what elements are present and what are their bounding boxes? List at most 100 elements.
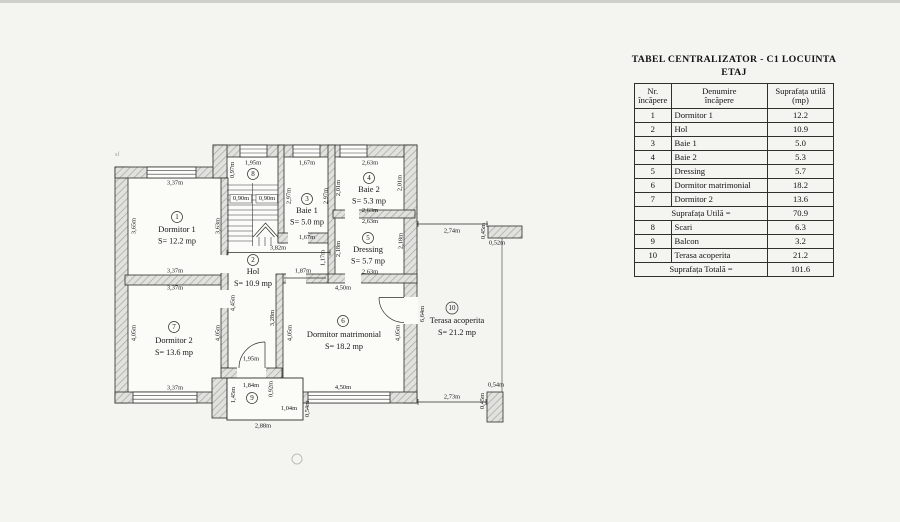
dim-terrace-left: 6,64m — [419, 306, 426, 322]
row-nr: 9 — [634, 234, 672, 250]
room-7-area: S= 13.6 mp — [155, 348, 193, 357]
dim-terrace-col1-height: 0,45m — [480, 223, 487, 239]
dim-baie1-top: 1,67m — [299, 159, 315, 166]
window-d2-bottom — [132, 391, 198, 404]
dim-d1-bottom: 3,37m — [167, 267, 183, 274]
row-nr: 3 — [634, 136, 672, 152]
dim-hol-right: 3,28m — [269, 310, 276, 326]
dim-terrace-col2-width: 0,54m — [488, 381, 504, 388]
room-3-name: Baie 1 — [296, 206, 318, 215]
row-name: Dormitor 2 — [670, 192, 769, 208]
dim-under-stairs: 3,82m — [270, 244, 286, 251]
wall-stairs-baie1 — [277, 144, 285, 244]
table-total-row: Suprafața Totală =101.6 — [634, 262, 834, 278]
room-1-number: 1 — [175, 213, 179, 221]
dim-hol-left: 4,45m — [229, 295, 236, 311]
row-name: Terasa acoperita — [670, 248, 769, 264]
row-name: Balcon — [670, 234, 769, 250]
wall-top-jog — [212, 144, 228, 179]
header-denumire: Denumire încăpere — [670, 83, 769, 110]
dim-dressing-top: 2,63m — [362, 218, 378, 225]
wall-balcony-stub — [211, 377, 228, 419]
row-nr: 4 — [634, 150, 672, 166]
row-area: 10.9 — [767, 122, 834, 138]
dimension-labels-horizontal: 3,37m 3,37m 3,37m 3,37m 1,95m 0,90m 0,90… — [167, 159, 505, 429]
dim-hol-niche-width: 1,87m — [295, 267, 311, 274]
dim-hol-door: 1,95m — [243, 355, 259, 362]
window-baie2-top — [339, 144, 368, 158]
dim-dressing-left: 2,18m — [335, 241, 342, 257]
terrace-column-top — [487, 225, 523, 239]
room-8-number: 8 — [251, 170, 255, 178]
row-name: Dormitor 1 — [670, 108, 769, 124]
door-arc-terrace — [378, 297, 405, 323]
dim-d1-top: 3,37m — [167, 179, 183, 186]
dim-dm-bottom: 4,50m — [335, 384, 351, 391]
table-title-line1: TABEL CENTRALIZATOR - C1 LOCUINTA — [631, 54, 837, 65]
dim-d2-top: 3,37m — [167, 284, 183, 291]
dim-d2-bottom: 3,37m — [167, 384, 183, 391]
dim-balcony-left: 1,45m — [230, 387, 237, 403]
row-area: 5.3 — [767, 150, 834, 166]
room-10-name: Terasa acoperita — [430, 316, 485, 325]
room-6-name: Dormitor matrimonial — [307, 330, 382, 339]
table-header-row: Nr. încăpere Denumire încăpere Suprafața… — [634, 83, 834, 110]
row-nr: 2 — [634, 122, 672, 138]
room-5-number: 5 — [366, 234, 370, 242]
header-nr: Nr. încăpere — [634, 83, 672, 110]
row-name: Baie 2 — [670, 150, 769, 166]
scan-smudge — [291, 453, 303, 465]
wall-baie2-dressing — [332, 209, 416, 219]
window-stairs-top — [239, 144, 268, 158]
dimension-labels-vertical: 3,65m 3,63m 4,05m 4,05m 0,97m 2,97m 2,97… — [130, 162, 487, 417]
room-5-area: S= 5.7 mp — [351, 256, 385, 265]
dim-terrace-top: 2,74m — [444, 227, 460, 234]
dim-tread-right: 0,90m — [259, 195, 275, 202]
room-1-name: Dormitor 1 — [158, 225, 195, 234]
table-title-line2: ETAJ — [721, 67, 747, 79]
row-area: 6.3 — [767, 220, 834, 236]
dim-dressing-bottom: 2,63m — [362, 268, 378, 275]
header-suprafata: Suprafața utilă (mp) — [767, 83, 834, 110]
room-4-name: Baie 2 — [358, 185, 380, 194]
dimension-lines — [226, 221, 503, 405]
dim-baie1-right: 2,97m — [322, 188, 329, 204]
header-suprafata-line2: (mp) — [792, 95, 809, 106]
window-dm-bottom — [307, 391, 391, 404]
door-arcs — [238, 297, 405, 369]
room-5-name: Dressing — [353, 245, 384, 254]
dim-stairs-top: 1,95m — [245, 159, 261, 166]
row-nr: 1 — [634, 108, 672, 124]
window-d1-top — [146, 166, 197, 179]
dim-d1-left: 3,65m — [130, 218, 137, 234]
row-name: Hol — [670, 122, 769, 138]
row-nr: 7 — [634, 192, 672, 208]
dim-balcony-step-width: 1,04m — [281, 405, 297, 412]
dim-terrace-col2-height: 0,45m — [479, 393, 486, 409]
row-nr: 10 — [634, 248, 672, 264]
row-nr: 8 — [634, 220, 672, 236]
dim-baie2-left: 2,01m — [335, 180, 342, 196]
scan-mark: sf — [115, 151, 119, 158]
dim-dm-right: 4,05m — [394, 325, 401, 341]
row-area: 12.2 — [767, 108, 834, 124]
dim-dm-top: 4,50m — [335, 284, 351, 291]
centralizer-table: Nr. încăpere Denumire încăpere Suprafața… — [634, 83, 834, 278]
dim-d1-right: 3,63m — [214, 218, 221, 234]
room-6-area: S= 18.2 mp — [325, 342, 363, 351]
dim-balcony-step-height: 0,54m — [304, 401, 311, 417]
dim-baie2-bottom: 2,63m — [362, 207, 378, 214]
stairs — [227, 183, 279, 246]
row-nr: 5 — [634, 164, 672, 180]
row-area: 13.6 — [767, 192, 834, 208]
header-nr-line1: Nr. — [647, 86, 659, 97]
scan-edge — [0, 0, 900, 3]
dim-balcony-bottom: 2,88m — [255, 422, 271, 429]
door-arc-balcony — [238, 341, 266, 369]
